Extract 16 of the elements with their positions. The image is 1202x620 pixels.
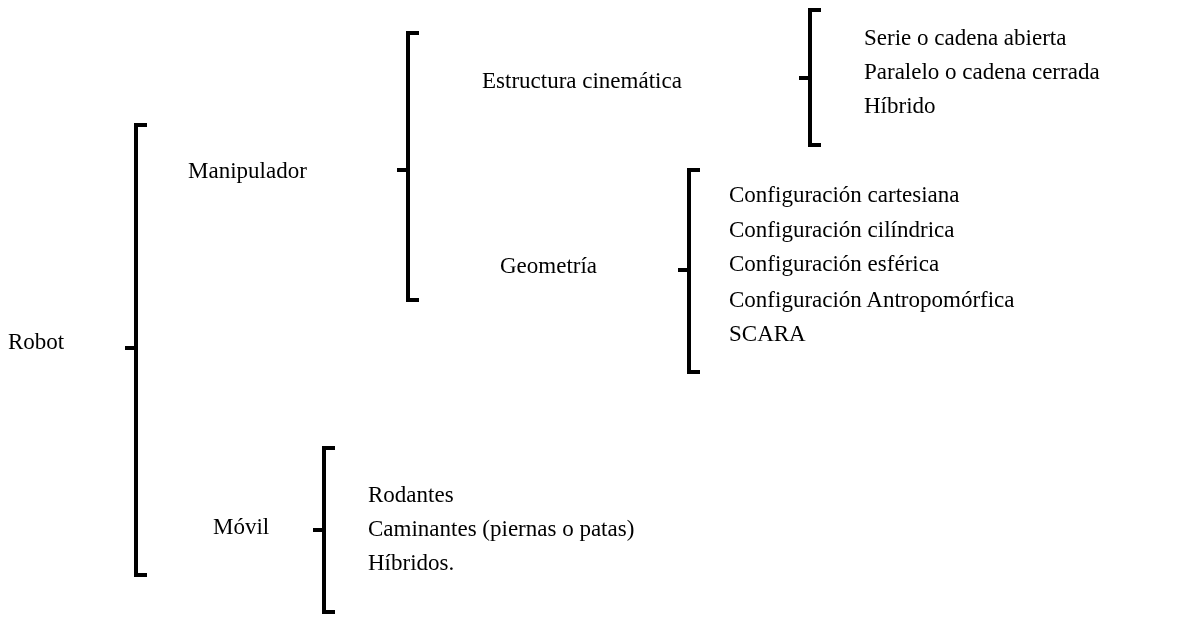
- category-label: SCARA: [729, 320, 806, 348]
- category-label: Híbrido: [864, 92, 936, 120]
- category-label: Geometría: [500, 252, 598, 280]
- category-label: Configuración Antropomórfica: [729, 286, 1015, 314]
- category-label: Configuración cartesiana: [729, 181, 960, 209]
- category-label: Híbridos.: [368, 549, 455, 577]
- category-label: Móvil: [213, 513, 270, 541]
- category-label: Caminantes (piernas o patas): [368, 515, 635, 543]
- category-label: Robot: [8, 328, 65, 356]
- category-label: Configuración cilíndrica: [729, 216, 955, 244]
- category-label: Manipulador: [188, 157, 307, 185]
- category-label: Paralelo o cadena cerrada: [864, 58, 1100, 86]
- category-label: Rodantes: [368, 481, 454, 509]
- category-label: Serie o cadena abierta: [864, 24, 1067, 52]
- category-label: Configuración esférica: [729, 250, 940, 278]
- category-label: Estructura cinemática: [482, 67, 682, 95]
